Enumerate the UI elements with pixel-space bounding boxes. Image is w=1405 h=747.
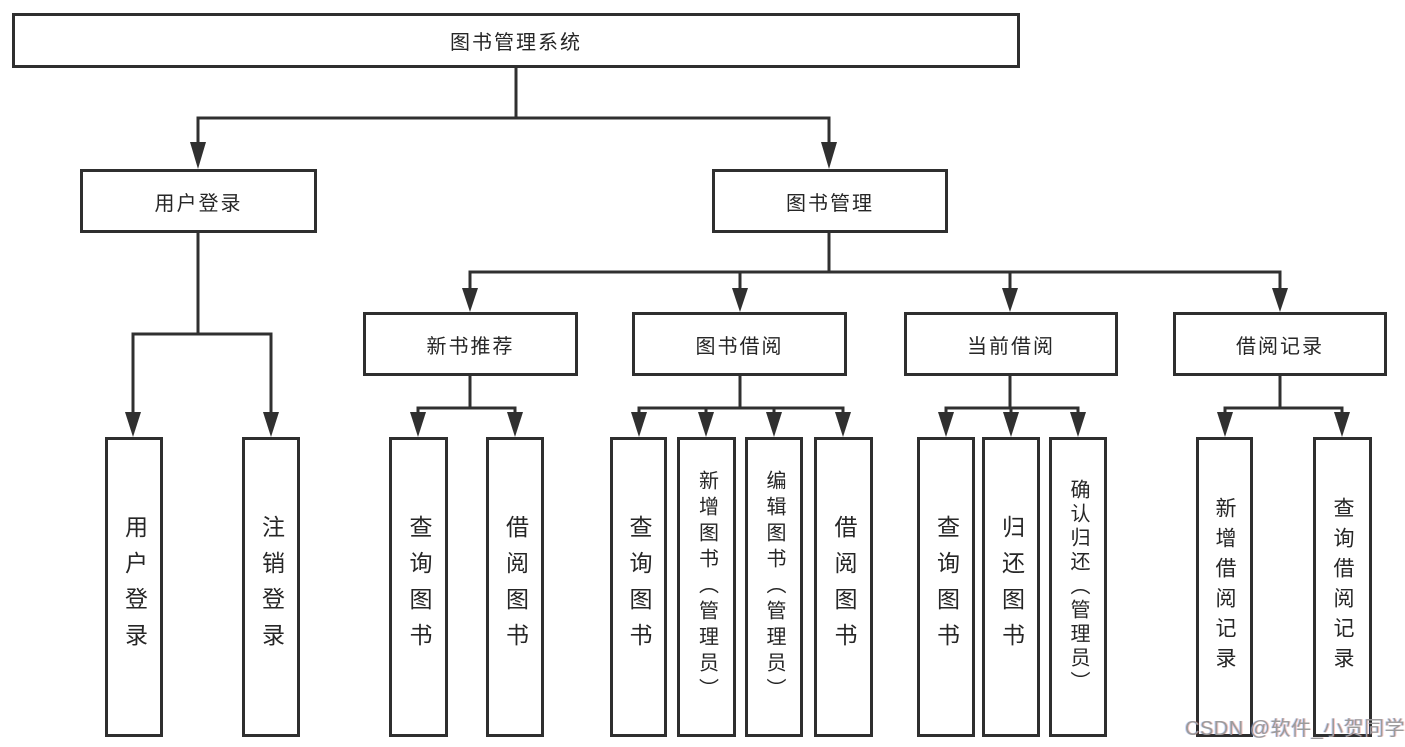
leaf-confirm-return-admin: 确认归还（管理员）: [1049, 437, 1107, 737]
node-book-borrow-label: 图书借阅: [695, 335, 784, 358]
leaf-borrow-books-label: 借阅图书: [831, 515, 857, 659]
arrowhead-icons: [125, 142, 1350, 437]
node-user-login: 用户登录: [80, 169, 317, 233]
leaf-add-book-admin-label: 新增图书（管理员）: [695, 470, 718, 704]
node-current-borrow-label: 当前借阅: [967, 335, 1055, 358]
node-root: 图书管理系统: [12, 13, 1020, 68]
node-new-book-recommend-label: 新书推荐: [426, 335, 515, 358]
leaf-borrow-books-recommend-label: 借阅图书: [502, 515, 529, 659]
node-book-management: 图书管理: [712, 169, 948, 233]
leaf-query-borrow-record: 查询借阅记录: [1313, 437, 1372, 737]
leaf-edit-book-admin: 编辑图书（管理员）: [745, 437, 803, 737]
leaf-add-borrow-record: 新增借阅记录: [1196, 437, 1253, 737]
node-user-login-label: 用户登录: [154, 192, 243, 215]
leaf-return-book-label: 归还图书: [998, 515, 1025, 659]
node-borrow-records: 借阅记录: [1173, 312, 1387, 376]
leaf-edit-book-admin-label: 编辑图书（管理员）: [763, 470, 785, 704]
leaf-query-books-current-label: 查询图书: [933, 515, 960, 659]
leaf-user-login: 用户登录: [105, 437, 163, 737]
node-new-book-recommend: 新书推荐: [363, 312, 578, 376]
leaf-query-books-recommend: 查询图书: [389, 437, 448, 737]
node-current-borrow: 当前借阅: [904, 312, 1118, 376]
csdn-watermark: CSDN @软件_小贺同学: [1185, 718, 1405, 740]
node-book-management-label: 图书管理: [786, 192, 874, 215]
node-borrow-records-label: 借阅记录: [1236, 335, 1324, 358]
leaf-query-borrow-record-label: 查询借阅记录: [1331, 497, 1354, 677]
leaf-query-books-borrow: 查询图书: [610, 437, 667, 737]
node-root-label: 图书管理系统: [450, 32, 582, 54]
leaf-query-books-current: 查询图书: [917, 437, 975, 737]
leaf-borrow-books-recommend: 借阅图书: [486, 437, 544, 737]
leaf-add-book-admin: 新增图书（管理员）: [677, 437, 736, 737]
leaf-borrow-books: 借阅图书: [814, 437, 873, 737]
leaf-confirm-return-admin-label: 确认归还（管理员）: [1067, 479, 1089, 695]
leaf-logout-label: 注销登录: [258, 515, 285, 659]
leaf-logout: 注销登录: [242, 437, 300, 737]
leaf-query-books-borrow-label: 查询图书: [626, 515, 652, 659]
leaf-return-book: 归还图书: [982, 437, 1040, 737]
leaf-query-books-recommend-label: 查询图书: [406, 515, 432, 659]
leaf-add-borrow-record-label: 新增借阅记录: [1213, 497, 1236, 677]
node-book-borrow: 图书借阅: [632, 312, 847, 376]
leaf-user-login-label: 用户登录: [121, 515, 148, 659]
